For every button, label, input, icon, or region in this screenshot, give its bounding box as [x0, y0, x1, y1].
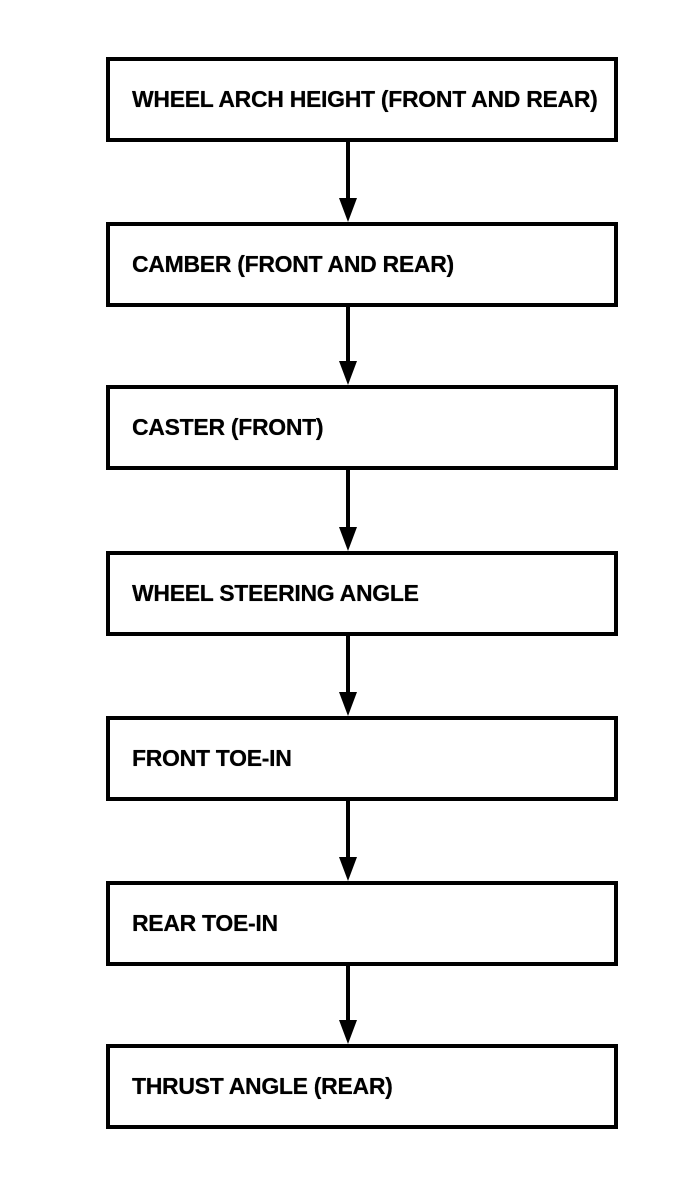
down-arrow	[339, 636, 357, 716]
down-arrow	[339, 470, 357, 551]
flow-step-front-toe-in: FRONT TOE-IN	[106, 716, 618, 801]
arrow-head	[339, 692, 357, 716]
flow-step-wheel-steering-angle: WHEEL STEERING ANGLE	[106, 551, 618, 636]
arrow-stem	[346, 636, 350, 694]
flow-step-label: REAR TOE-IN	[132, 910, 278, 936]
flow-step-camber: CAMBER (FRONT AND REAR)	[106, 222, 618, 307]
arrow-stem	[346, 801, 350, 859]
arrow-stem	[346, 966, 350, 1022]
flow-step-label: CAMBER (FRONT AND REAR)	[132, 251, 454, 277]
arrow-stem	[346, 142, 350, 200]
arrow-head	[339, 361, 357, 385]
flow-step-rear-toe-in: REAR TOE-IN	[106, 881, 618, 966]
arrow-head	[339, 198, 357, 222]
down-arrow	[339, 966, 357, 1044]
flow-step-label: CASTER (FRONT)	[132, 414, 324, 440]
flow-step-label: THRUST ANGLE (REAR)	[132, 1073, 393, 1099]
flow-step-label: FRONT TOE-IN	[132, 745, 292, 771]
down-arrow	[339, 307, 357, 385]
flow-step-thrust-angle: THRUST ANGLE (REAR)	[106, 1044, 618, 1129]
flow-step-label: WHEEL ARCH HEIGHT (FRONT AND REAR)	[132, 86, 598, 112]
arrow-head	[339, 857, 357, 881]
flow-step-wheel-arch-height: WHEEL ARCH HEIGHT (FRONT AND REAR)	[106, 57, 618, 142]
flow-step-caster: CASTER (FRONT)	[106, 385, 618, 470]
arrow-stem	[346, 470, 350, 529]
down-arrow	[339, 801, 357, 881]
flow-step-label: WHEEL STEERING ANGLE	[132, 580, 419, 606]
arrow-head	[339, 1020, 357, 1044]
down-arrow	[339, 142, 357, 222]
arrow-stem	[346, 307, 350, 363]
arrow-head	[339, 527, 357, 551]
